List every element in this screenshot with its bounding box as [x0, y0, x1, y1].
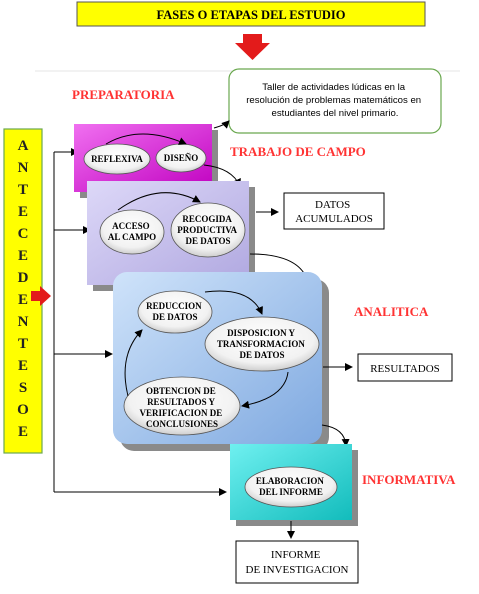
node-reflexiva-label: REFLEXIVA [91, 154, 143, 164]
node-obtencion [123, 376, 241, 436]
svg-text:T: T [18, 182, 28, 198]
diagram-title: FASES O ETAPAS DEL ESTUDIO [157, 8, 346, 22]
svg-text:C: C [18, 226, 29, 242]
node-disposicion-label: DISPOSICION Y TRANSFORMACION DE DATOS [217, 328, 307, 360]
phase-label-analitica: ANALITICA [354, 304, 429, 319]
study-topic-text: Taller de actividades lúdicas en la reso… [246, 82, 424, 119]
output-resultados [357, 353, 453, 382]
arrow-obtencion-reduccion [124, 329, 143, 397]
node-elaboracion-label: ELABORACION DEL INFORME [256, 476, 326, 497]
node-diseno-label: DISEÑO [164, 153, 199, 163]
node-disposicion [204, 316, 320, 372]
svg-text:E: E [18, 292, 28, 308]
phase-label-informativa: INFORMATIVA [362, 472, 456, 487]
arrow-disposicion-obtencion [241, 371, 289, 409]
arrow-acceso-recogida [117, 192, 201, 211]
node-obtencion-label: OBTENCION DE RESULTADOS Y VERIFICACION D… [139, 386, 224, 429]
output-informe [235, 540, 359, 584]
red-down-arrow-icon [235, 34, 270, 60]
svg-text:E: E [18, 204, 28, 220]
node-reduccion-label: REDUCCION DE DATOS [146, 301, 204, 322]
node-reduccion [137, 290, 213, 334]
svg-text:A: A [18, 138, 29, 154]
phase-label-trabajo-campo: TRABAJO DE CAMPO [230, 144, 366, 159]
svg-text:S: S [19, 380, 27, 396]
svg-text:E: E [18, 248, 28, 264]
node-acceso [99, 209, 165, 255]
arrow-analitica-informativa [321, 424, 350, 447]
study-topic-note [228, 68, 442, 134]
red-right-arrow-icon [31, 286, 51, 306]
svg-text:E: E [18, 424, 28, 440]
title-box [76, 1, 426, 27]
svg-text:T: T [18, 336, 28, 352]
node-recogida [170, 202, 246, 258]
output-datos-label: DATOS ACUMULADOS [295, 199, 373, 225]
arrow-reduccion-disposicion [204, 290, 263, 315]
svg-text:N: N [18, 160, 29, 176]
svg-text:E: E [18, 358, 28, 374]
node-recogida-label: RECOGIDA PRODUCTIVA DE DATOS [177, 214, 239, 246]
node-reflexiva [83, 143, 151, 175]
svg-text:O: O [17, 402, 29, 418]
node-elaboracion [244, 466, 338, 508]
phase-label-preparatoria: PREPARATORIA [72, 87, 175, 102]
output-resultados-label: RESULTADOS [370, 363, 440, 375]
arrow-reflexiva-diseno [105, 133, 187, 145]
output-datos-acumulados [283, 192, 385, 230]
node-acceso-label: ACCESO AL CAMPO [108, 221, 156, 242]
output-informe-label: INFORME DE INVESTIGACION [246, 549, 349, 576]
svg-text:N: N [18, 314, 29, 330]
arrow-to-note [213, 120, 230, 129]
svg-text:D: D [18, 270, 29, 286]
antecedentes-letters: A N T E C E D E N T E S O E [17, 138, 29, 440]
